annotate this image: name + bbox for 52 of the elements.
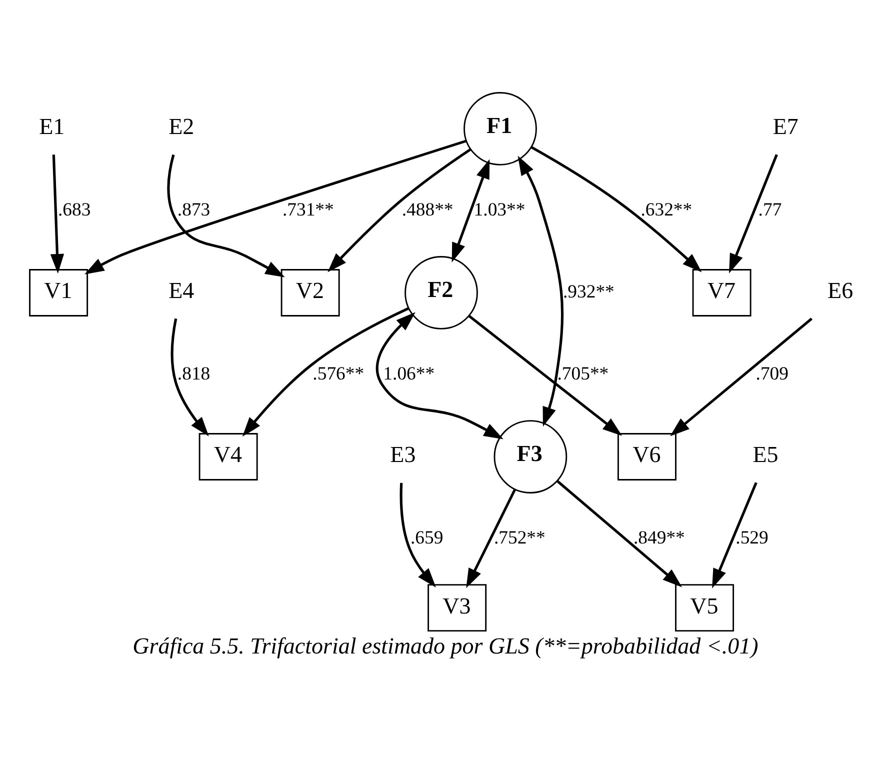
node-text: E1 [39,113,65,140]
arrow [466,489,516,588]
edge-label: .529 [736,528,768,549]
arrow [452,159,490,262]
arrow [167,154,285,278]
arrow [170,318,209,436]
edge-label: .576** [312,364,364,385]
node-text: E5 [752,441,778,468]
node-circle: F3 [494,420,568,494]
arrow [712,482,758,588]
node-box: V5 [675,584,734,632]
node-circle: F2 [404,256,478,330]
node-circle: F1 [464,92,537,166]
node-box: V1 [29,269,88,316]
arrow [468,314,622,436]
node-text: E4 [168,277,194,304]
node-box: V6 [618,433,676,480]
edge-label: .632** [640,200,692,221]
arrow [84,140,466,274]
edge-label: .932** [563,282,614,303]
edge-label: .683 [58,200,91,221]
edge-label: .488** [402,200,454,221]
edge-label: .752** [494,528,546,549]
edge-label: .709 [756,364,789,385]
arrow [242,307,410,437]
arrow [376,312,504,440]
node-box: V2 [280,269,340,316]
arrow [50,154,64,274]
edge-label: .818 [177,364,210,385]
edge-label: 1.06** [383,364,435,385]
edge-label: .873 [177,200,210,221]
arrow [530,146,702,272]
node-box: V4 [198,433,258,480]
caption: Gráfica 5.5. Trifactorial estimado por GLS (**=probabilidad <.01) [132,632,758,659]
arrow [729,154,778,274]
edge-label: .659 [410,528,444,549]
edge-label: 1.03** [474,200,526,221]
edge-label: .849** [634,528,685,549]
node-text: E2 [168,113,194,140]
node-box: V3 [428,584,487,632]
arrow [328,148,472,272]
edge-label: .731** [282,200,334,221]
node-text: E6 [828,277,854,304]
node-text: E7 [772,113,798,140]
arrow [670,318,813,436]
node-text: E3 [390,441,416,468]
arrow [518,156,564,427]
edge-label: .705** [557,364,609,385]
edge-label: .77 [758,200,782,221]
arrow [556,480,682,588]
node-box: V7 [692,269,752,316]
arrow [400,482,436,588]
